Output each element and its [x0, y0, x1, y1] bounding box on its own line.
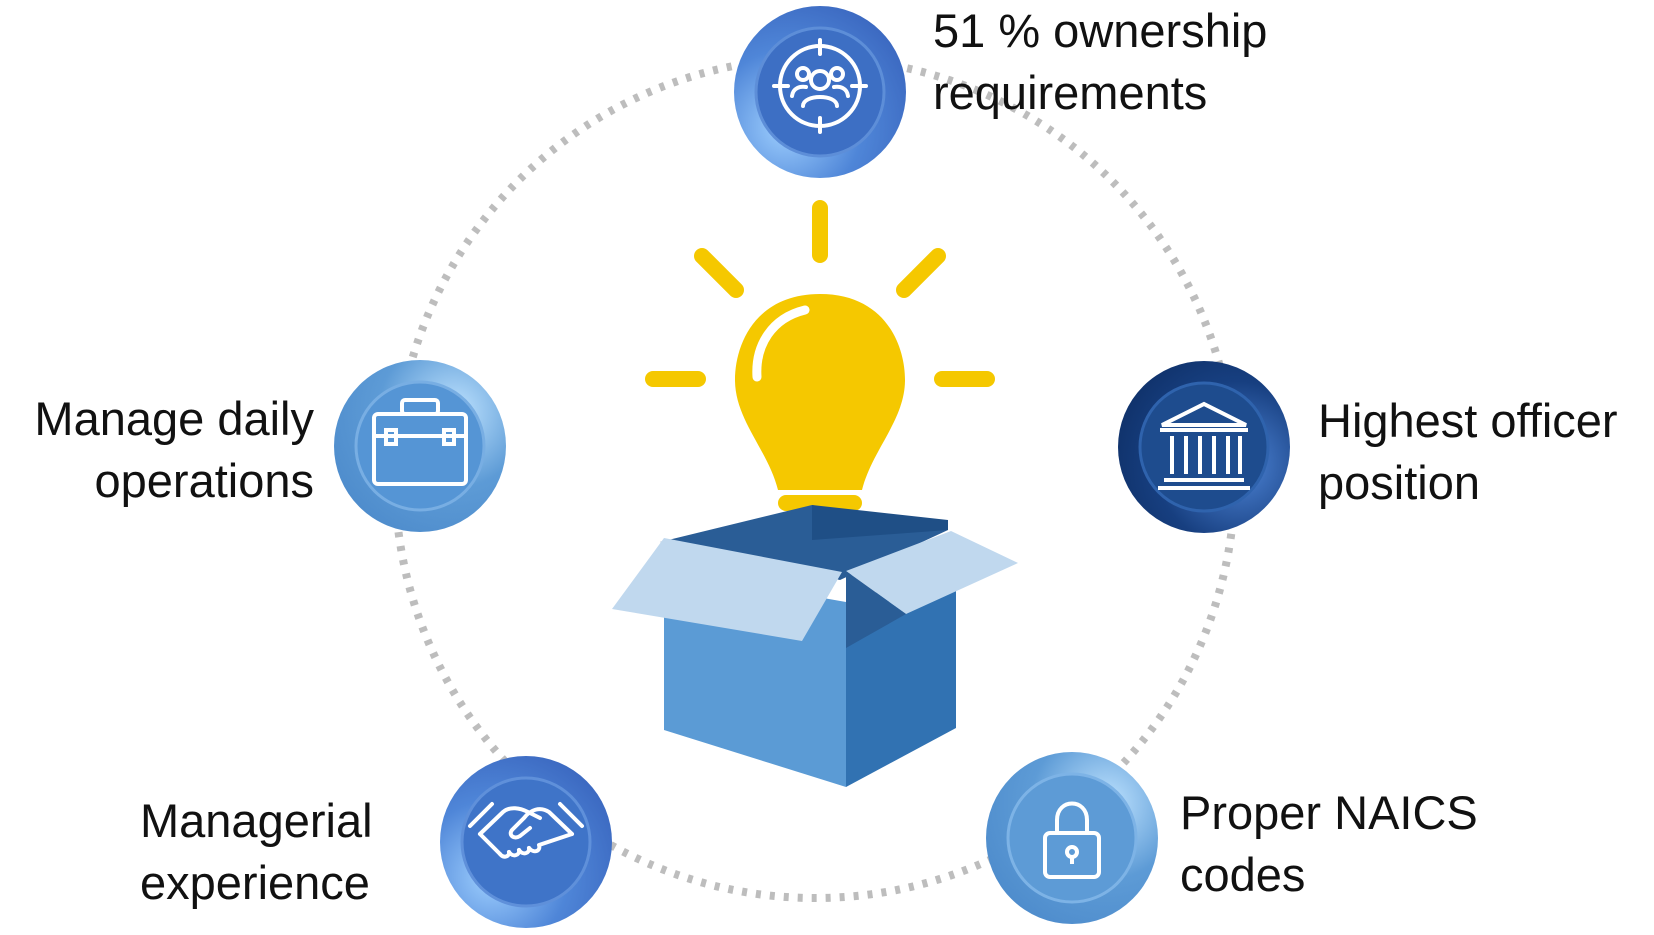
node-operations: [334, 360, 506, 532]
briefcase-icon: [372, 398, 468, 486]
bank-building-icon: [1158, 401, 1250, 490]
handshake-icon: [468, 802, 584, 859]
node-naics: [986, 752, 1158, 924]
label-officer-line2: position: [1318, 456, 1480, 509]
label-ownership-line1: 51 % ownership: [933, 4, 1268, 57]
label-ownership: 51 % ownership requirements: [933, 0, 1267, 124]
label-managerial-line2: experience: [140, 856, 370, 909]
lightbulb-rays: [645, 200, 995, 387]
label-naics: Proper NAICS codes: [1180, 782, 1478, 906]
node-managerial: [440, 756, 612, 928]
label-managerial-line1: Managerial: [140, 794, 373, 847]
label-naics-line1: Proper NAICS: [1180, 786, 1478, 839]
label-operations: Manage daily operations: [34, 388, 314, 512]
label-operations-line2: operations: [94, 454, 315, 507]
label-naics-line2: codes: [1180, 848, 1306, 901]
node-ownership: [734, 6, 906, 178]
label-ownership-line2: requirements: [933, 66, 1208, 119]
label-officer-line1: Highest officer: [1318, 394, 1618, 447]
open-box-icon: [612, 505, 1018, 787]
team-target-icon: [772, 38, 868, 134]
label-managerial: Managerial experience: [140, 790, 373, 914]
node-officer: [1118, 361, 1290, 533]
padlock-icon: [1043, 801, 1101, 879]
label-operations-line1: Manage daily: [34, 392, 314, 445]
label-officer: Highest officer position: [1318, 390, 1618, 514]
